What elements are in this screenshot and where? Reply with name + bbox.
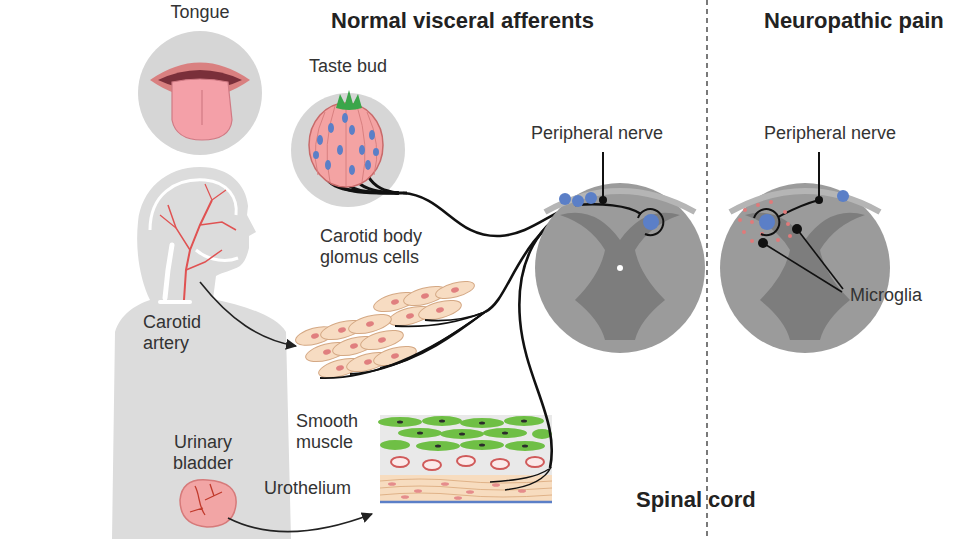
bladder-organ xyxy=(180,480,236,527)
taste-bud-circle: Taste bud xyxy=(289,56,407,209)
structure-label: Carotid artery xyxy=(143,312,219,353)
section-heading: Neuropathic pain xyxy=(764,8,944,33)
spinal-cord-section xyxy=(720,152,890,353)
pointer-arrow xyxy=(200,282,296,346)
pointer-arrow xyxy=(228,514,372,532)
structure-label: Peripheral nerve xyxy=(531,123,663,144)
section-heading: Normal visceral afferents xyxy=(331,8,594,33)
spinal-cord-section xyxy=(535,152,705,353)
tongue-circle xyxy=(136,2,264,160)
taste-bud-circle xyxy=(289,56,407,209)
structure-label: Urothelium xyxy=(264,478,351,499)
divider-line xyxy=(706,0,707,539)
node-title: Taste bud xyxy=(309,56,387,78)
structure-label: Urinary bladder xyxy=(163,432,243,473)
node-title: Tongue xyxy=(170,2,229,24)
tongue-circle: Tongue xyxy=(136,2,264,160)
glomus-cells xyxy=(294,278,485,381)
structure-label: Smooth muscle xyxy=(296,411,374,452)
structure-label: Carotid body glomus cells xyxy=(320,226,452,267)
section-heading: Spinal cord xyxy=(636,487,756,512)
structure-label: Peripheral nerve xyxy=(764,123,896,144)
bladder-wall-tissue xyxy=(378,415,552,503)
structure-label: Microglia xyxy=(850,285,922,306)
